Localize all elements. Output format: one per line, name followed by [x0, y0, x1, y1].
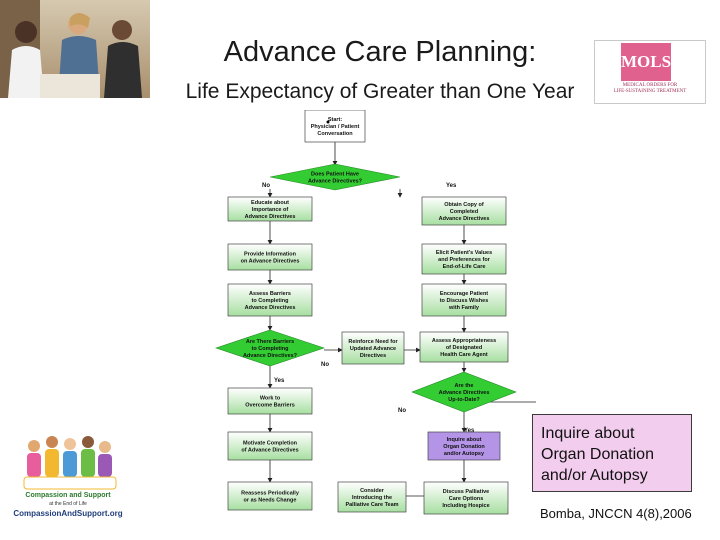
logo-name: Compassion and Support — [6, 492, 130, 499]
reassess-box-text: or as Needs Change — [244, 497, 297, 503]
consider-box-text: Introducing the — [352, 495, 392, 501]
assess-barriers-box-text: Assess Barriers — [249, 291, 291, 297]
no-label: No — [262, 183, 270, 189]
molst-logo-text: MEDICAL ORDERS FOR LIFE-SUSTAINING TREAT… — [597, 83, 703, 95]
work-barriers-box-text: Work to — [260, 395, 281, 401]
page-title: Advance Care Planning: — [160, 36, 600, 69]
reinforce-box-text: Reinforce Need for — [348, 339, 398, 345]
callout-line: and/or Autopsy — [541, 465, 691, 486]
no-label: No — [321, 362, 329, 368]
have-directives-decision-text: Does Patient Have — [311, 171, 359, 177]
callout-line: Inquire about — [541, 423, 691, 444]
educate-box-text: Advance Directives — [245, 214, 296, 220]
encourage-box-text: Encourage Patient — [440, 291, 488, 297]
reassess-box-text: Reassess Periodically — [241, 490, 300, 496]
molst-logo: MOLST MEDICAL ORDERS FOR LIFE-SUSTAINING… — [594, 40, 706, 104]
uptodate-decision-text: Advance Directives — [439, 390, 490, 396]
people-icon — [6, 432, 130, 492]
callout-line: Organ Donation — [541, 444, 691, 465]
assess-barriers-box-text: to Completing — [252, 298, 289, 304]
compassion-support-logo: Compassion and Support at the End of Lif… — [6, 432, 130, 524]
page-subtitle: Life Expectancy of Greater than One Year — [150, 80, 610, 104]
reinforce-box-text: Updated Advance — [350, 346, 396, 352]
callout-box: Inquire about Organ Donation and/or Auto… — [532, 414, 692, 492]
work-barriers-box-text: Overcome Barriers — [245, 402, 295, 408]
assess-agent-box-text: Assess Appropriateness — [432, 338, 496, 344]
discuss-box-text: Discuss Palliative — [443, 489, 489, 495]
citation: Bomba, JNCCN 4(8),2006 — [540, 506, 692, 521]
consider-box-text: Palliative Care Team — [345, 502, 398, 508]
inquire-box-text: and/or Autopsy — [444, 451, 485, 457]
discuss-box-text: Care Options — [449, 496, 484, 502]
inquire-box-text: Inquire about — [447, 437, 482, 443]
discuss-box-text: Including Hospice — [442, 503, 489, 509]
no-label: No — [398, 408, 406, 414]
reinforce-box-text: Directives — [360, 353, 386, 359]
uptodate-decision-text: Are the — [455, 383, 474, 389]
start-box-text: Start: — [328, 117, 343, 123]
elicit-values-box-text: and Preferences for — [438, 257, 491, 263]
consider-box-text: Consider — [360, 488, 385, 494]
assess-agent-box-text: Health Care Agent — [440, 352, 488, 358]
barriers-decision-text: Are There Barriers — [246, 339, 294, 345]
yes-label: Yes — [274, 378, 285, 384]
assess-agent-box-text: of Designated — [446, 345, 482, 351]
educate-box-text: Educate about — [251, 200, 289, 206]
obtain-copy-box-text: Completed — [450, 209, 478, 215]
yes-label: Yes — [446, 183, 457, 189]
elicit-values-box-text: Elicit Patient's Values — [436, 250, 492, 256]
barriers-decision-text: to Completing — [252, 346, 289, 352]
barriers-decision-text: Advance Directives? — [243, 353, 298, 359]
uptodate-decision-text: Up-to-Date? — [448, 397, 480, 403]
start-dot — [327, 121, 330, 124]
encourage-box-text: with Family — [448, 305, 480, 311]
inquire-box-text: Organ Donation — [443, 444, 485, 450]
provide-info-box-text: Provide Information — [244, 251, 297, 257]
obtain-copy-box-text: Obtain Copy of — [444, 202, 484, 208]
logo-tagline: at the End of Life — [6, 501, 130, 507]
provide-info-box-text: on Advance Directives — [241, 258, 300, 264]
start-box-text: Physician / Patient — [311, 124, 360, 130]
elicit-values-box-text: End-of-Life Care — [443, 264, 486, 270]
motivate-box-text: of Advance Directives — [241, 447, 298, 453]
start-box-text: Conversation — [317, 131, 353, 137]
encourage-box-text: to Discuss Wishes — [440, 298, 489, 304]
educate-box-text: Importance of — [252, 207, 289, 213]
logo-url: CompassionAndSupport.org — [6, 509, 130, 518]
motivate-box-text: Motivate Completion — [243, 440, 298, 446]
assess-barriers-box-text: Advance Directives — [245, 305, 296, 311]
have-directives-decision-text: Advance Directives? — [308, 178, 363, 184]
molst-logo-mark: MOLST — [621, 43, 671, 81]
obtain-copy-box-text: Advance Directives — [439, 216, 490, 222]
consultation-photo — [0, 0, 150, 98]
